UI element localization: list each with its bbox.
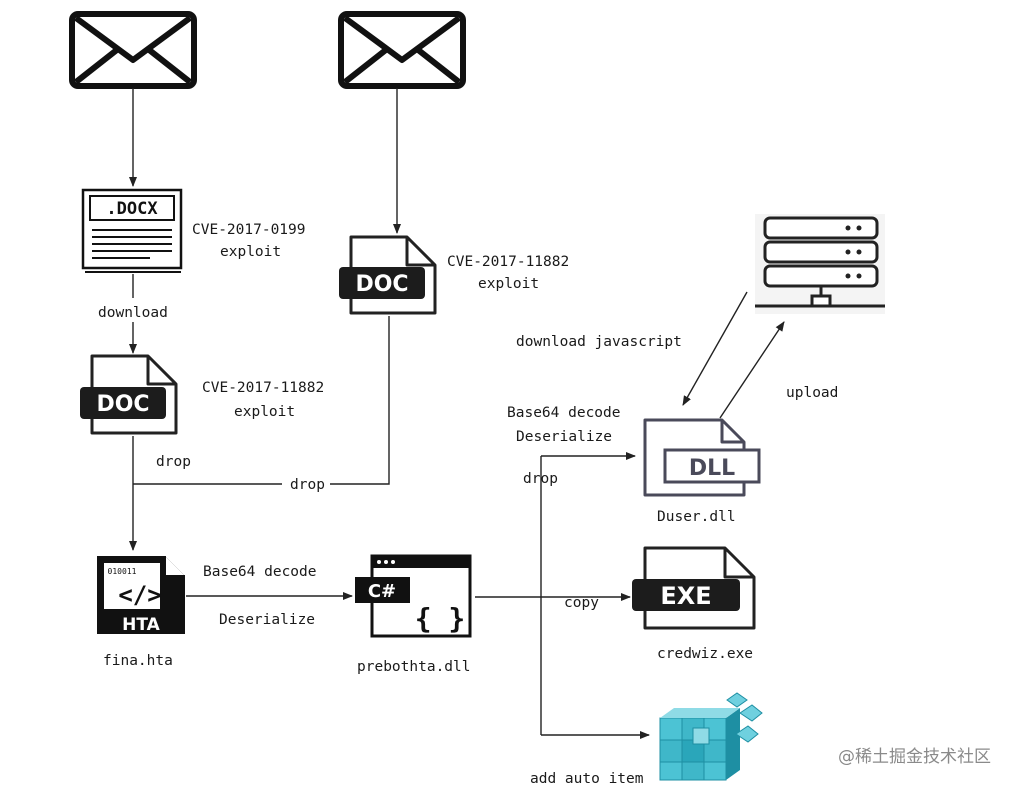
download-javascript-label: download javascript xyxy=(516,334,682,350)
upload-label: upload xyxy=(786,385,838,401)
drop-label: drop xyxy=(156,454,191,470)
csharp-braces-text: { } xyxy=(415,602,466,635)
duser-dll-filename: Duser.dll xyxy=(657,509,736,525)
drop-label: drop xyxy=(290,477,325,493)
email-envelope-icon xyxy=(338,11,466,89)
credwiz-exe-filename: credwiz.exe xyxy=(657,646,753,662)
cve-2017-11882-label: CVE-2017-11882 xyxy=(447,254,569,270)
copy-label: copy xyxy=(564,595,599,611)
exploit-label: exploit xyxy=(234,404,295,420)
email-envelope-icon xyxy=(69,11,197,89)
doc-file-icon: DOC xyxy=(339,235,437,315)
watermark: @稀土掘金技术社区 xyxy=(838,747,991,767)
connector-lines xyxy=(129,88,785,739)
add-auto-item-label: add auto item xyxy=(530,771,644,787)
exe-badge-text: EXE xyxy=(660,582,711,610)
drop-label: drop xyxy=(523,471,558,487)
hta-file-icon: 010011 </> HTA xyxy=(97,556,185,635)
dll-badge-text: DLL xyxy=(689,456,735,481)
csharp-badge-text: C# xyxy=(368,581,396,602)
exe-file-icon: EXE xyxy=(632,546,756,630)
exploit-label: exploit xyxy=(220,244,281,260)
fina-hta-filename: fina.hta xyxy=(103,653,173,669)
exploit-label: exploit xyxy=(478,276,539,292)
base64-decode-label: Base64 decode xyxy=(203,564,317,580)
docx-file-icon: .DOCX xyxy=(81,188,183,273)
hta-badge-text: HTA xyxy=(122,615,161,635)
doc-badge-text: DOC xyxy=(355,272,408,297)
server-icon xyxy=(755,214,885,314)
cve-2017-11882-label: CVE-2017-11882 xyxy=(202,380,324,396)
cve-2017-0199-label: CVE-2017-0199 xyxy=(192,222,306,238)
deserialize-label: Deserialize xyxy=(219,612,315,628)
prebothta-dll-filename: prebothta.dll xyxy=(357,659,471,675)
download-label: download xyxy=(98,305,168,321)
hta-bits-text: 010011 xyxy=(108,567,137,576)
doc-file-icon: DOC xyxy=(80,354,178,435)
csharp-window-icon: C# { } xyxy=(355,554,472,638)
docx-badge-text: .DOCX xyxy=(106,199,158,219)
base64-decode-label: Base64 decode xyxy=(507,405,621,421)
doc-badge-text: DOC xyxy=(96,392,149,417)
dll-file-icon: DLL xyxy=(643,418,761,497)
deserialize-label: Deserialize xyxy=(516,429,612,445)
hta-tag-text: </> xyxy=(118,581,161,609)
registry-icon xyxy=(659,692,763,781)
